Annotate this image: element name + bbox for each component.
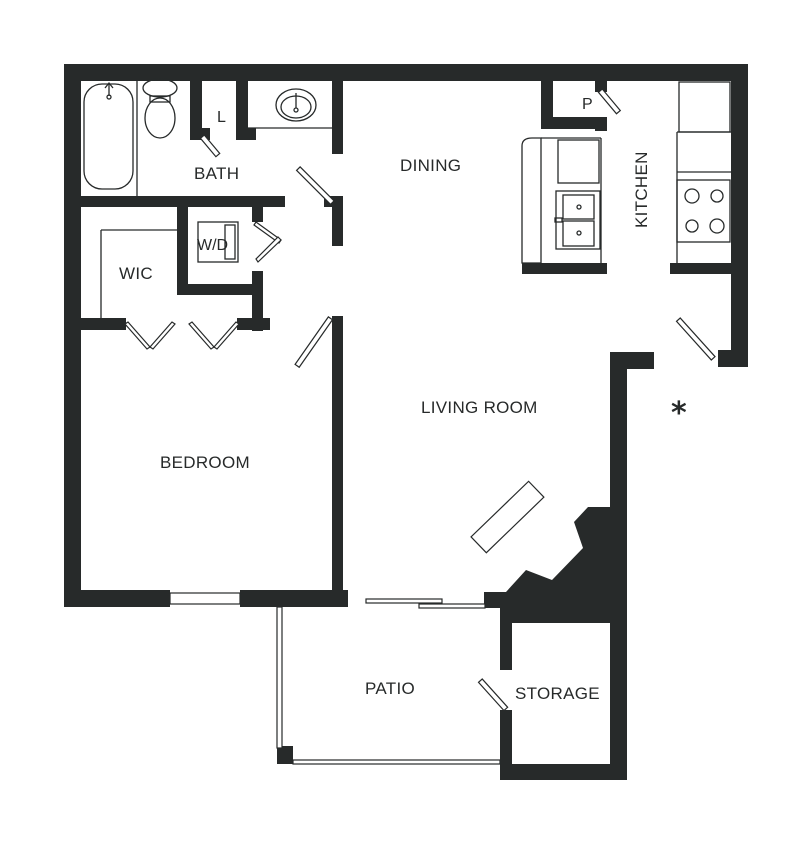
label-patio: PATIO xyxy=(365,679,415,698)
sink-icon xyxy=(275,88,317,122)
label-linen: L xyxy=(217,109,226,126)
label-pantry: P xyxy=(582,96,593,113)
stove-icon xyxy=(676,179,731,243)
entry-marker-icon: * xyxy=(671,396,687,431)
dishwasher-icon xyxy=(557,139,600,184)
room-labels: BATH L DINING P KITCHEN WIC W/D LIVING R… xyxy=(119,96,687,703)
walls xyxy=(64,64,748,780)
label-kitchen: KITCHEN xyxy=(632,151,651,228)
kitchen-counter xyxy=(521,137,602,264)
label-bedroom: BEDROOM xyxy=(160,453,250,472)
label-washer-dryer: W/D xyxy=(197,237,228,254)
label-wic: WIC xyxy=(119,264,153,283)
kitchen-sink-icon xyxy=(554,190,601,250)
fireplace-icon xyxy=(470,480,545,554)
washer-dryer-icon xyxy=(197,221,239,263)
toilet-icon xyxy=(142,78,178,139)
refrigerator-icon xyxy=(678,81,731,133)
bathtub-icon xyxy=(83,81,134,190)
label-bath: BATH xyxy=(194,164,239,183)
label-storage: STORAGE xyxy=(515,684,600,703)
label-living-room: LIVING ROOM xyxy=(421,398,538,417)
doors-and-windows xyxy=(100,81,716,765)
label-dining: DINING xyxy=(400,156,461,175)
